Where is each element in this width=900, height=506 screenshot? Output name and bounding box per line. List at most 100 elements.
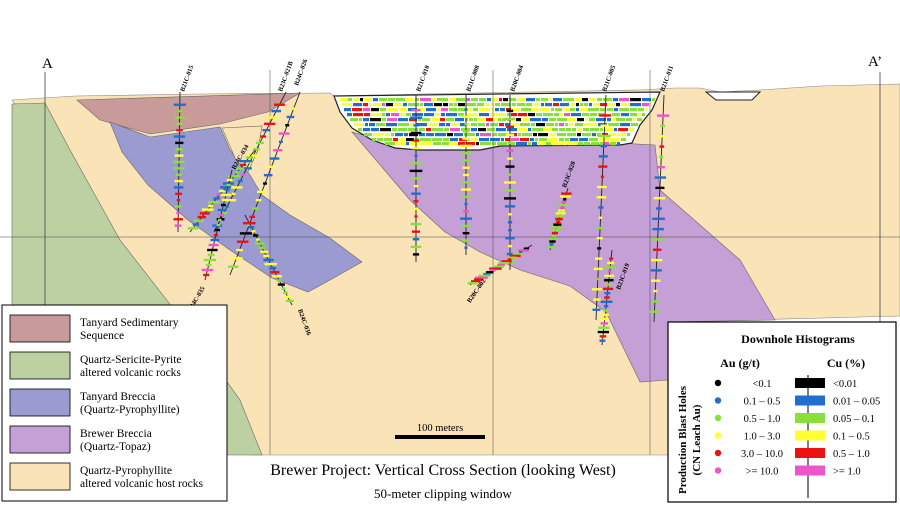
- blast-hole-segment: [461, 128, 470, 132]
- blast-hole-segment: [458, 113, 464, 117]
- hole-histogram-bar: [224, 198, 237, 202]
- hole-histogram-bar: [474, 276, 488, 279]
- blast-hole-segment: [428, 123, 438, 127]
- blast-hole-segment: [582, 133, 591, 137]
- rock-legend-swatch: [9, 462, 71, 491]
- hole-histogram-bar: [656, 166, 665, 169]
- hole-histogram-bar: [217, 208, 227, 212]
- blast-hole-segment: [377, 138, 383, 142]
- rock-legend: Tanyard SedimentarySequenceQuartz-Serici…: [1, 304, 228, 502]
- blast-hole-segment: [502, 118, 506, 122]
- au-header: Au (g/t): [720, 356, 760, 370]
- blast-hole-segment: [577, 128, 582, 132]
- blast-hole-segment: [350, 118, 358, 122]
- hole-histogram-bar: [228, 174, 241, 178]
- blast-hole-segment: [360, 98, 363, 102]
- hole-histogram-bar: [173, 135, 186, 138]
- blast-hole-segment: [424, 103, 433, 107]
- blast-hole-segment: [496, 128, 506, 132]
- blast-hole-segment: [543, 113, 553, 117]
- blast-hole-segment: [559, 128, 565, 132]
- hole-histogram-bar: [598, 216, 603, 219]
- blast-hole-segment: [569, 123, 574, 127]
- hole-histogram-bar: [652, 217, 665, 221]
- hole-histogram-bar: [276, 279, 282, 282]
- blast-hole-segment: [409, 133, 418, 137]
- hole-histogram-bar: [506, 149, 514, 152]
- blast-hole-segment: [449, 103, 453, 107]
- blast-hole-segment: [571, 113, 581, 117]
- hole-histogram-bar: [601, 313, 610, 316]
- blast-hole-segment: [406, 98, 414, 102]
- blast-hole-segment: [637, 118, 642, 122]
- hole-histogram-bar: [507, 256, 517, 259]
- blast-hole-segment: [440, 118, 445, 122]
- hole-histogram-bar: [600, 124, 609, 127]
- hole-histogram-bar: [285, 299, 294, 303]
- hole-histogram-bar: [464, 122, 468, 126]
- blast-hole-segment: [364, 98, 372, 102]
- blast-hole-segment: [536, 123, 545, 127]
- blast-hole-segment: [385, 133, 390, 137]
- blast-hole-segment: [478, 118, 485, 122]
- hole-histogram-bar: [174, 224, 182, 227]
- blast-hole-segment: [363, 128, 370, 132]
- hole-histogram-bar: [207, 200, 220, 204]
- blast-hole-segment: [449, 98, 455, 102]
- blast-hole-segment: [584, 103, 588, 107]
- hole-histogram-bar: [218, 213, 224, 217]
- hole-histogram-bar: [591, 288, 603, 291]
- blast-hole-segment: [447, 133, 453, 137]
- blast-hole-segment: [570, 138, 578, 142]
- blast-hole-segment: [372, 138, 376, 142]
- hole-histogram-bar: [603, 304, 609, 308]
- blast-hole-segment: [477, 103, 484, 107]
- blast-hole-segment: [575, 123, 583, 127]
- blast-hole-segment: [387, 108, 398, 112]
- hole-histogram-bar: [604, 274, 615, 278]
- hole-histogram-bar: [593, 267, 603, 271]
- drill-hole-label: B24C-026: [293, 58, 309, 87]
- hole-histogram-bar: [462, 130, 470, 133]
- blast-hole-segment: [597, 98, 602, 102]
- blast-hole-segment: [600, 142, 603, 146]
- blast-hole-segment: [373, 103, 381, 107]
- hole-histogram-bar: [609, 257, 614, 260]
- blast-hole-segment: [549, 98, 552, 102]
- blast-hole-segment: [391, 133, 394, 137]
- hole-histogram-bar: [175, 173, 182, 176]
- hole-histogram-bar: [208, 243, 219, 247]
- hole-histogram-bar: [600, 317, 609, 321]
- blast-hole-segment: [509, 98, 516, 102]
- blast-hole-segment: [533, 133, 537, 137]
- blast-hole-segment: [408, 103, 419, 107]
- blast-hole-segment: [385, 142, 395, 146]
- hole-histogram-bar: [467, 281, 478, 285]
- blast-hole-segment: [530, 118, 541, 122]
- hole-histogram-bar: [255, 242, 265, 245]
- blast-hole-segment: [610, 142, 616, 146]
- rock-legend-label: (Quartz-Topaz): [80, 441, 151, 453]
- blast-hole-segment: [621, 113, 629, 117]
- rock-legend-label: altered volcanic rocks: [80, 367, 181, 379]
- hole-histogram-bar: [558, 203, 569, 207]
- hole-histogram-bar: [598, 326, 610, 329]
- blast-hole-segment: [406, 142, 409, 146]
- hole-histogram-bar: [597, 247, 602, 250]
- hole-histogram-bar: [291, 107, 296, 110]
- hole-histogram-bar: [264, 122, 276, 126]
- blast-hole-segment: [399, 108, 407, 112]
- cu-legend-label: 0.01 – 0.05: [833, 397, 880, 408]
- blast-hole-segment: [582, 98, 588, 102]
- blast-hole-segment: [486, 118, 493, 122]
- blast-hole-segment: [589, 98, 596, 102]
- blast-hole-segment: [391, 113, 399, 117]
- hole-histogram-bar: [593, 298, 601, 301]
- blast-hole-segment: [403, 103, 407, 107]
- blast-hole-segment: [549, 118, 556, 122]
- hole-histogram-bar: [497, 263, 505, 267]
- hole-histogram-bar: [649, 310, 660, 313]
- hole-histogram-bar: [461, 195, 471, 199]
- blast-hole-segment: [380, 128, 391, 132]
- hole-histogram-bar: [549, 243, 554, 246]
